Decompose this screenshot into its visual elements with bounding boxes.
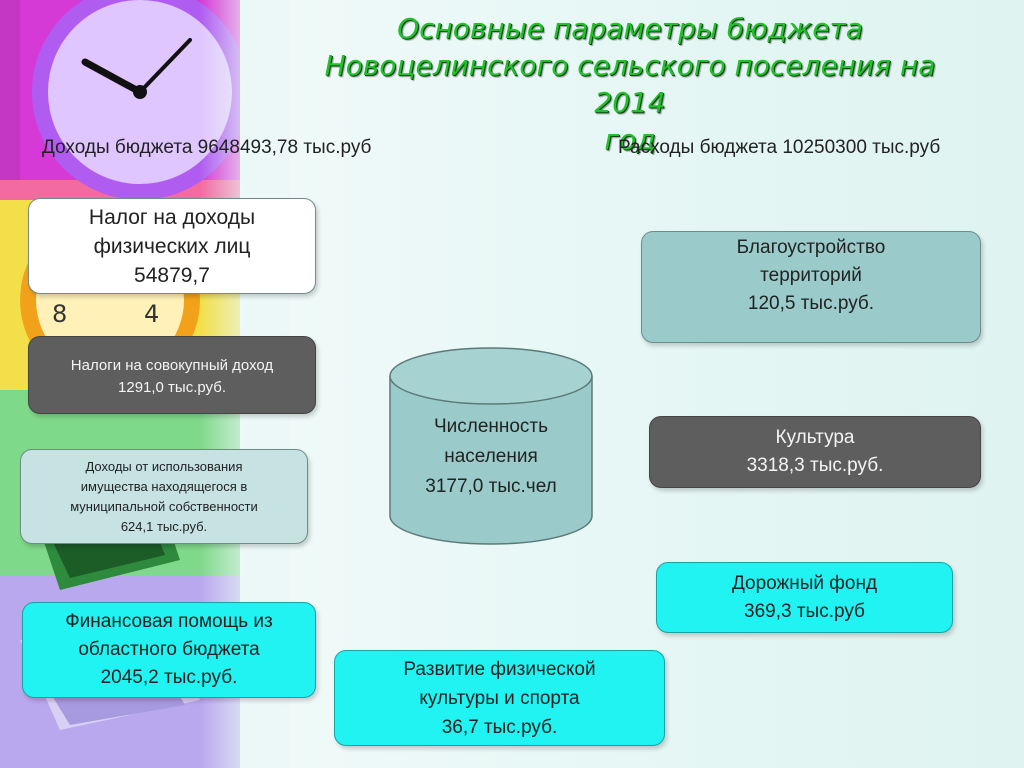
box-line: 36,7 тыс.руб. xyxy=(441,716,558,738)
title-line-2: Новоцелинского сельского поселения на 20… xyxy=(324,49,936,119)
income-total: Доходы бюджета 9648493,78 тыс.руб xyxy=(42,137,372,158)
cylinder-line: населения xyxy=(444,446,538,467)
population-cylinder xyxy=(389,347,593,545)
income-box-regional-aid: Финансовая помощь из областного бюджета … xyxy=(22,602,316,698)
box-line: 120,5 тыс.руб. xyxy=(747,293,875,314)
title-line-3: год xyxy=(604,123,656,156)
expense-box-road-fund: Дорожный фонд 369,3 тыс.руб xyxy=(656,562,953,633)
title-line-1: Основные параметры бюджета xyxy=(397,12,863,45)
box-line: областного бюджета xyxy=(78,639,260,660)
expense-box-sports: Развитие физической культуры и спорта 36… xyxy=(334,650,665,746)
clock-icon xyxy=(32,0,240,200)
expense-box-culture: Культура 3318,3 тыс.руб. xyxy=(649,416,981,488)
box-line: 3318,3 тыс.руб. xyxy=(746,455,884,476)
box-line: имущества находящегося в xyxy=(80,478,248,494)
population-label: Численность населения 3177,0 тыс.чел xyxy=(388,412,594,502)
box-line: Финансовая помощь из xyxy=(65,611,273,632)
page-title: Основные параметры бюджета Новоцелинског… xyxy=(290,10,970,158)
box-line: 369,3 тыс.руб xyxy=(744,600,865,622)
income-box-aggregate-income-tax: Налоги на совокупный доход 1291,0 тыс.ру… xyxy=(28,336,316,414)
box-line: 54879,7 xyxy=(134,263,210,287)
box-line: Налог на доходы xyxy=(88,205,256,229)
box-line: Развитие физической xyxy=(403,658,596,680)
box-line: территорий xyxy=(760,265,862,286)
box-line: 1291,0 тыс.руб. xyxy=(118,379,226,396)
cylinder-line: 3177,0 тыс.чел xyxy=(425,476,557,497)
box-line: культуры и спорта xyxy=(419,687,580,709)
box-line: Благоустройство xyxy=(736,237,886,258)
box-line: 2045,2 тыс.руб. xyxy=(100,667,238,688)
box-line: Доходы от использования xyxy=(85,458,243,474)
svg-text:8: 8 xyxy=(52,300,67,328)
box-line: 624,1 тыс.руб. xyxy=(120,518,208,534)
income-box-municipal-property: Доходы от использования имущества находя… xyxy=(20,449,308,544)
cylinder-line: Численность xyxy=(433,416,549,437)
svg-text:4: 4 xyxy=(144,300,159,328)
box-line: Дорожный фонд xyxy=(731,572,878,594)
income-box-personal-income-tax: Налог на доходы физических лиц 54879,7 xyxy=(28,198,316,294)
box-line: Культура xyxy=(775,427,855,448)
box-line: муниципальной собственности xyxy=(70,498,258,514)
expense-box-landscaping: Благоустройство территорий 120,5 тыс.руб… xyxy=(641,231,981,343)
box-line: Налоги на совокупный доход xyxy=(70,357,274,374)
box-line: физических лиц xyxy=(93,234,251,258)
expense-total: Расходы бюджета 10250300 тыс.руб xyxy=(618,137,941,158)
